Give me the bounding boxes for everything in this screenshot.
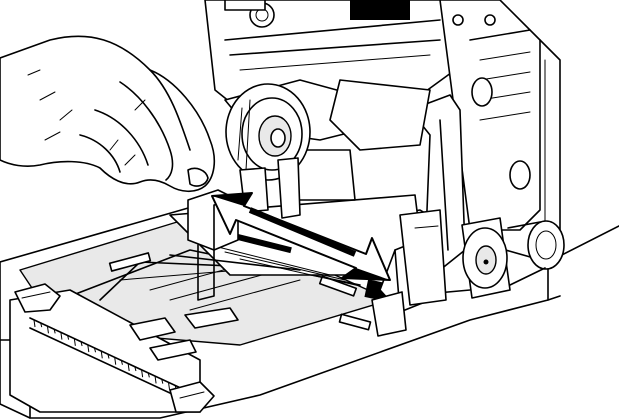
scale-tick xyxy=(100,351,103,359)
top-cover xyxy=(204,0,561,261)
scale-tick xyxy=(67,335,70,340)
double-arrow-icon xyxy=(211,192,391,281)
scale-tick xyxy=(80,341,83,347)
scale-tick xyxy=(114,357,117,365)
scale-tick xyxy=(134,366,137,372)
scale-ticks xyxy=(33,319,184,397)
scale-tick xyxy=(87,345,90,353)
scale-tick xyxy=(94,348,97,353)
hand-icon xyxy=(0,35,216,193)
scale-tick xyxy=(46,326,49,334)
scale-tick xyxy=(107,354,110,359)
right-spindle-arm xyxy=(399,94,466,306)
print-head-strip xyxy=(9,283,239,413)
scale-tick xyxy=(147,373,150,378)
scale-tick xyxy=(161,379,164,384)
right-knobs xyxy=(461,217,565,299)
scale-tick xyxy=(120,360,123,365)
scale-tick xyxy=(40,323,43,328)
sensor-hatch xyxy=(232,232,292,254)
scale-tick xyxy=(168,382,171,390)
scale-tick xyxy=(73,338,76,346)
media-roll-spindle xyxy=(224,79,431,219)
scale-tick xyxy=(33,319,36,328)
scale-tick xyxy=(53,329,56,334)
scale-tick xyxy=(60,332,63,340)
scale-tick xyxy=(127,363,130,371)
scale-tick xyxy=(154,376,157,384)
scale-tick xyxy=(141,370,144,378)
